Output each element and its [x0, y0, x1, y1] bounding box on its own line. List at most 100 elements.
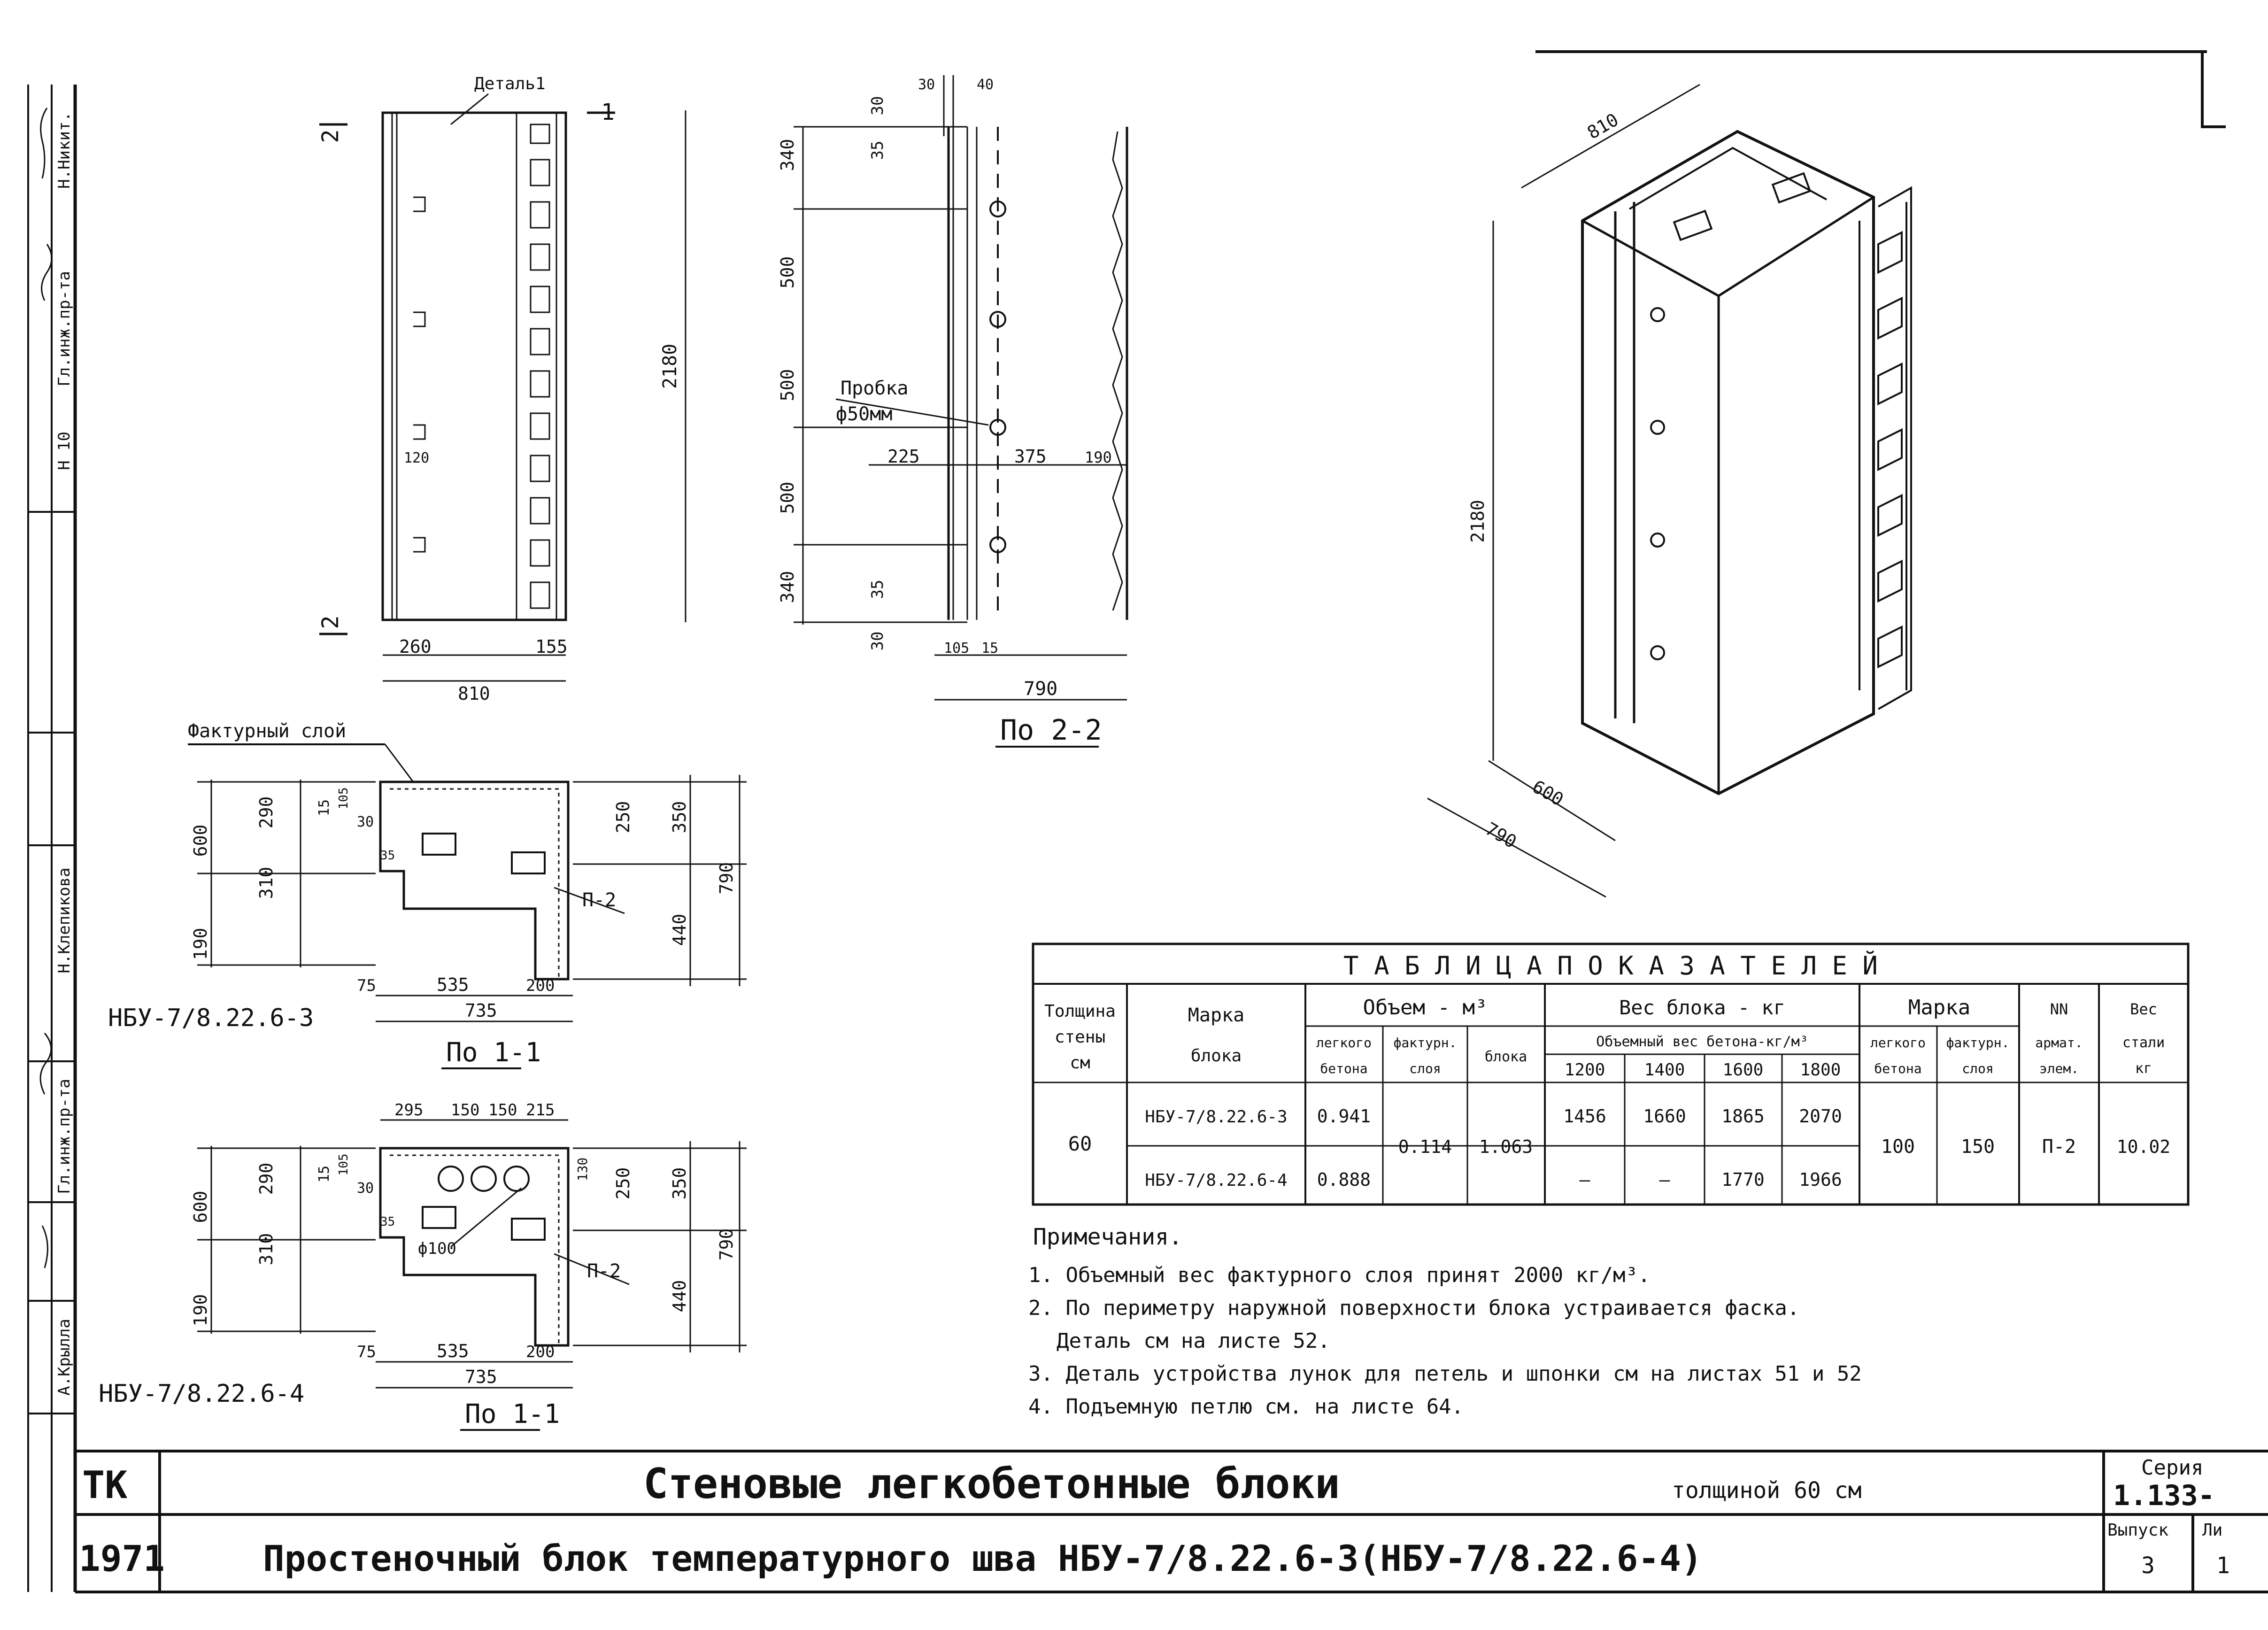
hdr-density: Объемный вес бетона-кг/м³	[1596, 1034, 1808, 1050]
plan2-dim-35: 35	[380, 1215, 395, 1229]
hdr-vol-texture-1: фактурн.	[1394, 1035, 1457, 1051]
hdr-thickness-2: стены	[1055, 1027, 1105, 1047]
section-vdim-35b: 35	[868, 580, 887, 599]
cell-w1-1200: 1456	[1563, 1106, 1606, 1127]
issue-value: 3	[2141, 1553, 2155, 1579]
key-groove	[530, 124, 550, 609]
plan2-dim-600: 600	[190, 1191, 211, 1223]
plan2-dim-535: 535	[437, 1341, 469, 1361]
sheet-subtitle: Простеночный блок температурного шва НБУ…	[263, 1537, 1703, 1579]
plan1-dim-15: 15	[316, 799, 332, 816]
hdr-vol-block: блока	[1485, 1049, 1527, 1065]
plan2-dim-310: 310	[256, 1233, 277, 1266]
year: 1971	[79, 1537, 165, 1579]
section-vdim-340b: 340	[777, 571, 798, 603]
hdr-density-1800: 1800	[1800, 1060, 1841, 1080]
signature-2	[39, 1033, 52, 1268]
hdr-mark-2: блока	[1191, 1046, 1242, 1066]
section-vdim-340a: 340	[777, 139, 798, 171]
plan2-dim-150b: 150	[488, 1101, 517, 1120]
plan1-dim-735: 735	[465, 1000, 497, 1021]
cell-texture-volume: 0.114	[1398, 1136, 1452, 1157]
plan2-dim-150a: 150	[451, 1101, 479, 1120]
cell-mark-1: НБУ-7/8.22.6-3	[1145, 1107, 1287, 1127]
plan2-dim-130: 130	[575, 1158, 590, 1182]
plan1-dim-790: 790	[716, 862, 737, 895]
plan1-dim-535: 535	[437, 974, 469, 995]
plug-label: Пробка	[841, 378, 909, 399]
plan2-dim-215: 215	[526, 1101, 555, 1120]
plan1-dim-35: 35	[380, 849, 395, 863]
stamp-code: Н 10	[55, 432, 74, 470]
org-code: ТК	[82, 1463, 127, 1507]
stamp-role-1: Гл.инж.пр-та	[55, 271, 74, 386]
plan2-dim-105: 105	[337, 1154, 351, 1176]
notes-heading: Примечания.	[1033, 1224, 1182, 1250]
plan-1: Фактурный слой 600 290 310 190 15 105 30…	[108, 720, 747, 1069]
hdr-vol-light-2: бетона	[1320, 1061, 1367, 1076]
elevation-view: 2 1 2 Деталь1 2180 120 260 155 810	[317, 74, 687, 704]
section-mark-top	[319, 111, 615, 635]
plan1-dim-350: 350	[669, 801, 690, 834]
cut-left-label: 2	[317, 130, 344, 143]
iso-dim-810: 810	[1584, 109, 1622, 143]
plan2-dim-290: 290	[256, 1163, 277, 1195]
section-vdim-500c: 500	[777, 482, 798, 514]
elevation-dim-155: 155	[535, 636, 568, 657]
plan2-dim-30: 30	[357, 1180, 374, 1197]
plan2-dim-735: 735	[465, 1367, 497, 1387]
elevation-dim-120: 120	[404, 450, 429, 466]
cell-light-volume-1: 0.941	[1317, 1106, 1371, 1127]
cell-w2-1200: —	[1580, 1169, 1590, 1190]
hdr-steel-2: стали	[2122, 1035, 2165, 1051]
sheet-title: Стеновые легкобетонные блоки	[643, 1460, 1340, 1508]
texture-layer-label: Фактурный слой	[188, 720, 346, 742]
plan1-dim-75: 75	[357, 976, 376, 995]
loop-recesses	[413, 196, 426, 553]
hdr-vol-light-1: легкого	[1316, 1035, 1372, 1051]
cell-texture-grade: 150	[1961, 1136, 1995, 1158]
detail-label: Деталь1	[474, 74, 546, 93]
groove-profile	[1112, 131, 1123, 611]
hdr-vol-texture-2: слоя	[1409, 1061, 1441, 1076]
stamp-name-1: Н.Никит.	[55, 112, 74, 189]
iso-dim-2180: 2180	[1467, 500, 1488, 543]
plan1-mark: НБУ-7/8.22.6-3	[108, 1004, 314, 1032]
issue-label: Выпуск	[2107, 1521, 2168, 1540]
hdr-density-1600: 1600	[1723, 1060, 1764, 1080]
plan2-dim-200: 200	[526, 1343, 555, 1361]
iso-key-groove	[1877, 231, 1903, 669]
plan1-dim-310: 310	[256, 867, 277, 899]
section-vdim-30: 30	[868, 96, 887, 116]
hdr-grade-texture-2: слоя	[1962, 1061, 1993, 1076]
plan2-hole-dia: ф100	[418, 1239, 456, 1258]
hdr-steel-1: Вес	[2130, 1000, 2157, 1018]
series-value: 1.133-	[2113, 1479, 2215, 1512]
hdr-weight: Вес блока - кг	[1619, 996, 1785, 1019]
plan1-dim-250: 250	[613, 801, 633, 834]
plan1-dim-440: 440	[669, 914, 690, 946]
title-block: ТК 1971 Стеновые легкобетонные блоки тол…	[75, 1450, 2268, 1593]
cell-w2-1600: 1770	[1721, 1169, 1765, 1190]
cell-thickness: 60	[1068, 1132, 1092, 1155]
cell-arm-element: П-2	[2042, 1136, 2076, 1158]
cell-w2-1400: —	[1659, 1169, 1670, 1190]
sheet-label: Ли	[2202, 1521, 2222, 1540]
section-dim-30: 30	[918, 77, 935, 93]
hdr-arm-1: NN	[2050, 1000, 2068, 1018]
plan2-caption: По 1-1	[465, 1399, 560, 1429]
hdr-thickness-1: Толщина	[1044, 1002, 1116, 1021]
note-3: 3. Деталь устройства лунок для петель и …	[1028, 1362, 1862, 1386]
cell-light-volume-2: 0.888	[1317, 1169, 1371, 1190]
stamp-role-2: Гл.инж.пр-та	[55, 1079, 74, 1194]
section-dim-190: 190	[1085, 448, 1112, 466]
hdr-thickness-3: см	[1070, 1053, 1090, 1073]
note-2-cont: Деталь см на листе 52.	[1057, 1329, 1330, 1353]
note-4: 4. Подъемную петлю см. на листе 64.	[1028, 1395, 1464, 1419]
plan1-dim-600: 600	[190, 825, 211, 857]
section-2-2: 30 40 30 35 340 500 500 500 340 Пробка ф…	[777, 75, 1128, 748]
section-vdim-35: 35	[868, 141, 887, 160]
cut-bottom-label: 2	[317, 616, 344, 629]
hdr-grade: Марка	[1908, 996, 1970, 1020]
hdr-arm-2: армат.	[2035, 1035, 2083, 1051]
